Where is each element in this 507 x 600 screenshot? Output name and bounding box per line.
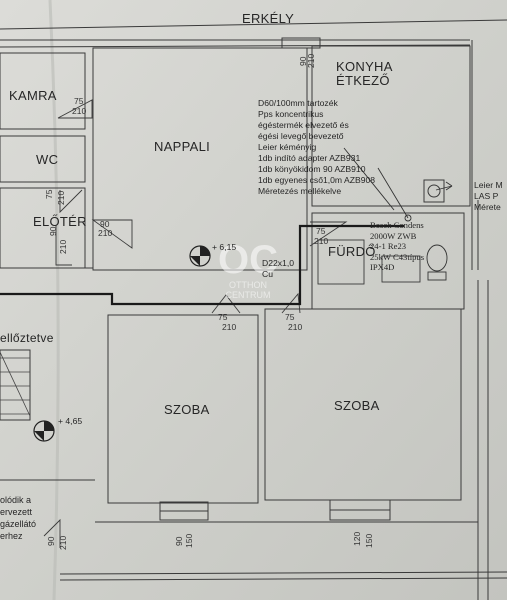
room-eloter: ELŐTÉR (33, 214, 87, 229)
leier-note: Leier M LAS P Mérete (474, 180, 503, 213)
level-marker-nappali (189, 245, 211, 267)
left-note-line: olódik a (0, 495, 32, 505)
dim-kamra-width: 75 (74, 96, 84, 106)
dim-window-right-width: 120 (352, 531, 362, 546)
level-marker-left (33, 420, 55, 442)
toilet-icon (426, 244, 448, 281)
door-swings (43, 99, 348, 548)
walls (0, 19, 507, 600)
watermark: OC OTTHON CENTRUM (218, 240, 278, 300)
leier-note-line: LAS P (474, 191, 499, 201)
room-wc: WC (36, 152, 59, 167)
dim-kamra-height: 210 (72, 106, 87, 116)
dim-eloter-side-height: 210 (58, 239, 68, 254)
kitchen-note-line: 1db indító adapter AZB931 (258, 153, 361, 163)
pipe-label: D22x1,0 Cu (262, 258, 294, 280)
room-furdo: FÜRDŐ (328, 244, 376, 259)
dim-eloter-width: 90 (100, 219, 110, 229)
room-konyha: KONYHA (336, 59, 393, 74)
boiler-note-line: Bosch Condens (370, 220, 424, 230)
level-value-nappali: + 6,15 (212, 242, 237, 252)
kitchen-note-line: D60/100mm tartozék (258, 98, 338, 108)
flue-lines (343, 147, 453, 222)
dim-window-left-height: 150 (184, 533, 194, 548)
pipe-label-size: D22x1,0 (262, 258, 295, 268)
boiler-note-line: 24-1 Re23 (370, 241, 407, 251)
room-nappali: NAPPALI (154, 139, 211, 154)
kitchen-note: D60/100mm tartozék Pps koncentrikus égés… (258, 98, 375, 197)
leier-note-line: Mérete (474, 202, 501, 212)
dim-furdo-height: 210 (314, 236, 329, 246)
dim-szoba-right-door-height: 210 (288, 322, 303, 332)
room-ellotztetve: ellőztetve (0, 331, 54, 345)
dim-bottom-left-height: 210 (58, 535, 68, 550)
kitchen-note-line: égéstermék elvezető és (258, 120, 349, 130)
dim-wc-height: 210 (56, 190, 66, 205)
pipe-label-material: Cu (262, 269, 273, 279)
dim-szoba-right-door-width: 75 (285, 312, 295, 322)
boiler-note-line: IPX4D (370, 262, 395, 272)
left-note-line: erhez (0, 531, 23, 541)
dim-eloter-side-width: 90 (48, 226, 58, 236)
left-note-line: gázellátó (0, 519, 37, 529)
boiler-note: Bosch Condens 2000W ZWB 24-1 Re23 25kW C… (370, 220, 424, 273)
kitchen-note-line: Méretezés mellékelve (258, 186, 342, 196)
dim-szoba-left-door-width: 75 (218, 312, 228, 322)
dim-eloter-height: 210 (98, 228, 113, 238)
room-etkezo: ÉTKEZŐ (336, 73, 390, 88)
left-note: olódik a ervezett gázellátó erhez (0, 494, 36, 542)
watermark-line1: OTTHON (229, 280, 267, 290)
gas-pipe (0, 224, 404, 306)
stairs (0, 351, 31, 417)
room-szoba-right: SZOBA (334, 398, 380, 413)
paper-fold (48, 0, 60, 600)
dim-szoba-left-door-height: 210 (222, 322, 237, 332)
room-erkely: ERKÉLY (242, 11, 295, 26)
dim-balcony-height: 210 (306, 53, 316, 68)
dim-window-right-height: 150 (364, 533, 374, 548)
kitchen-note-line: Pps koncentrikus (258, 109, 324, 119)
watermark-line2: CENTRUM (225, 290, 271, 300)
watermark-logo: OC (218, 238, 278, 282)
room-szoba-left: SZOBA (164, 402, 210, 417)
dim-bottom-left-width: 90 (46, 536, 56, 546)
room-kamra: KAMRA (9, 88, 57, 103)
dim-window-left-width: 90 (174, 536, 184, 546)
dim-furdo-width: 75 (316, 226, 326, 236)
dim-wc-width: 75 (44, 189, 54, 199)
leier-note-line: Leier M (474, 180, 503, 190)
boiler-note-line: 25kW C43típus (370, 251, 425, 262)
boiler-note-line: 2000W ZWB (370, 230, 417, 241)
kitchen-note-line: Leier kéményig (258, 142, 317, 152)
kitchen-note-line: égési levegő bevezető (258, 131, 344, 141)
level-value-left: + 4,65 (58, 416, 83, 426)
kitchen-note-line: 1db könyökidom 90 AZB910 (258, 164, 366, 174)
kitchen-note-line: 1db egyenes cső1,0m AZB908 (258, 175, 376, 185)
left-note-line: ervezett (0, 507, 33, 517)
